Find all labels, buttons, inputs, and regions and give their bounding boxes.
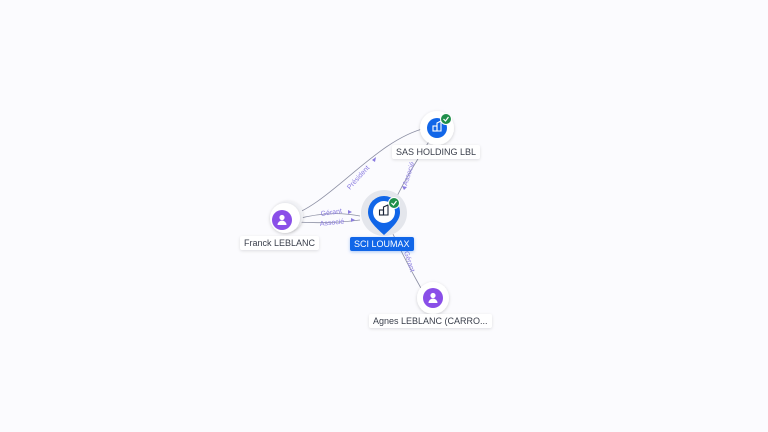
arrow-president bbox=[372, 157, 376, 162]
arrow-gerant bbox=[348, 210, 352, 214]
node-franck-leblanc[interactable] bbox=[270, 201, 303, 233]
verified-icon bbox=[388, 197, 400, 209]
person-icon bbox=[277, 214, 287, 225]
node-label-agnes-leblanc[interactable]: Agnes LEBLANC (CARRO... bbox=[369, 314, 492, 328]
edge-franck-sas[interactable] bbox=[286, 127, 427, 218]
node-label-sci-loumax[interactable]: SCI LOUMAX bbox=[350, 237, 414, 251]
node-label-franck-leblanc[interactable]: Franck LEBLANC bbox=[240, 236, 320, 250]
edge-franck-sci-associe[interactable] bbox=[296, 219, 361, 224]
person-icon bbox=[428, 292, 438, 303]
arrow-sas-associe bbox=[402, 186, 407, 190]
company-icon bbox=[378, 204, 389, 216]
edge-arrows bbox=[348, 157, 407, 222]
node-label-sas-holding[interactable]: SAS HOLDING LBL bbox=[392, 145, 481, 159]
node-agnes-leblanc[interactable] bbox=[417, 282, 449, 314]
edge-label-agnes-gerant: Gérant bbox=[402, 250, 415, 273]
edge-label-gerant: Gérant bbox=[320, 208, 342, 218]
node-sas-holding[interactable] bbox=[420, 111, 454, 145]
edge-label-sas-associe: Associé bbox=[402, 161, 416, 187]
arrow-associe bbox=[351, 218, 355, 222]
node-sci-loumax[interactable] bbox=[361, 190, 407, 236]
edge-label-associe: Associé bbox=[319, 218, 344, 228]
verified-icon bbox=[440, 113, 452, 125]
edge-franck-sci-gerant[interactable] bbox=[296, 213, 361, 220]
